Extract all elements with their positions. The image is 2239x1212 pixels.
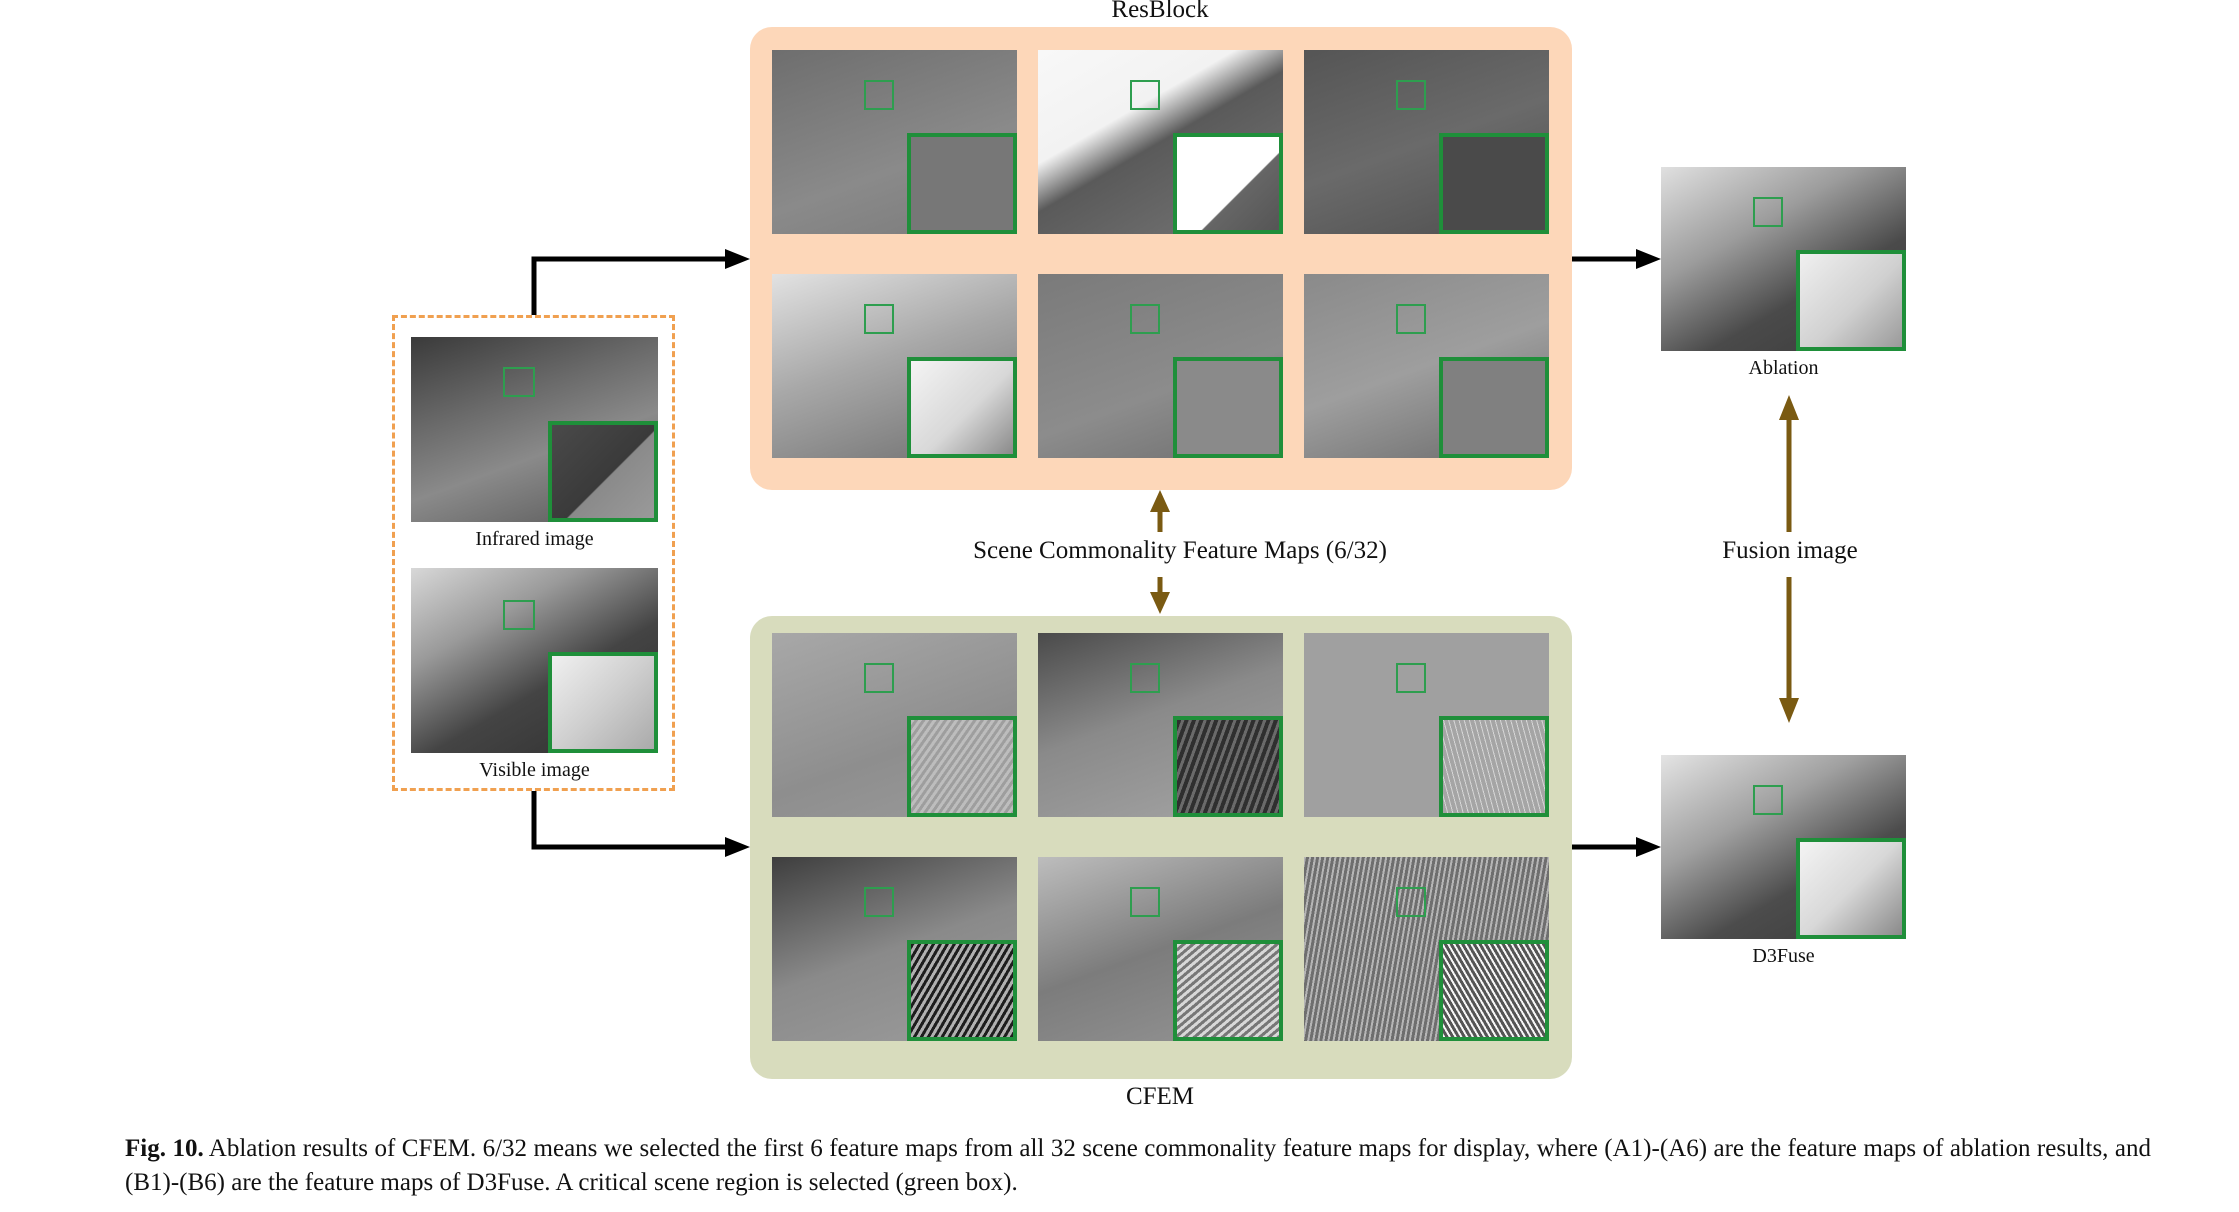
arrow-input-to-resblock	[531, 256, 725, 315]
cfem-title: CFEM	[1125, 1083, 1195, 1110]
ablation-label: Ablation	[1748, 357, 1819, 379]
cfem-map-b2	[1038, 633, 1283, 817]
figure-caption: Fig. 10. Ablation results of CFEM. 6/32 …	[125, 1132, 2151, 1200]
infrared-image	[411, 337, 658, 522]
resblock-map-a3	[1304, 50, 1549, 234]
cfem-map-b5	[1038, 857, 1283, 1041]
caption-text: Ablation results of CFEM. 6/32 means we …	[125, 1135, 2152, 1196]
arrowhead-resblock	[725, 249, 750, 269]
d3fuse-label: D3Fuse	[1752, 945, 1815, 967]
arrowhead-cfem	[725, 837, 750, 857]
input-images-box	[392, 315, 675, 791]
d3fuse-image	[1661, 755, 1906, 939]
resblock-title: ResBlock	[1111, 0, 1209, 23]
resblock-map-a6	[1304, 274, 1549, 458]
cfem-map-b4	[772, 857, 1017, 1041]
infrared-label: Infrared image	[475, 528, 594, 550]
fusion-image-label: Fusion image	[1722, 537, 1858, 564]
resblock-map-a4	[772, 274, 1017, 458]
ablation-image	[1661, 167, 1906, 351]
resblock-map-a2	[1038, 50, 1283, 234]
cfem-map-b3	[1304, 633, 1549, 817]
visible-label: Visible image	[479, 759, 590, 781]
cfem-map-b6	[1304, 857, 1549, 1041]
cfem-map-b1	[772, 633, 1017, 817]
caption-prefix: Fig. 10.	[125, 1135, 204, 1162]
visible-image	[411, 568, 658, 753]
scene-commonality-label: Scene Commonality Feature Maps (6/32)	[973, 537, 1387, 564]
resblock-map-a1	[772, 50, 1017, 234]
resblock-map-a5	[1038, 274, 1283, 458]
arrow-input-to-cfem	[531, 791, 725, 850]
